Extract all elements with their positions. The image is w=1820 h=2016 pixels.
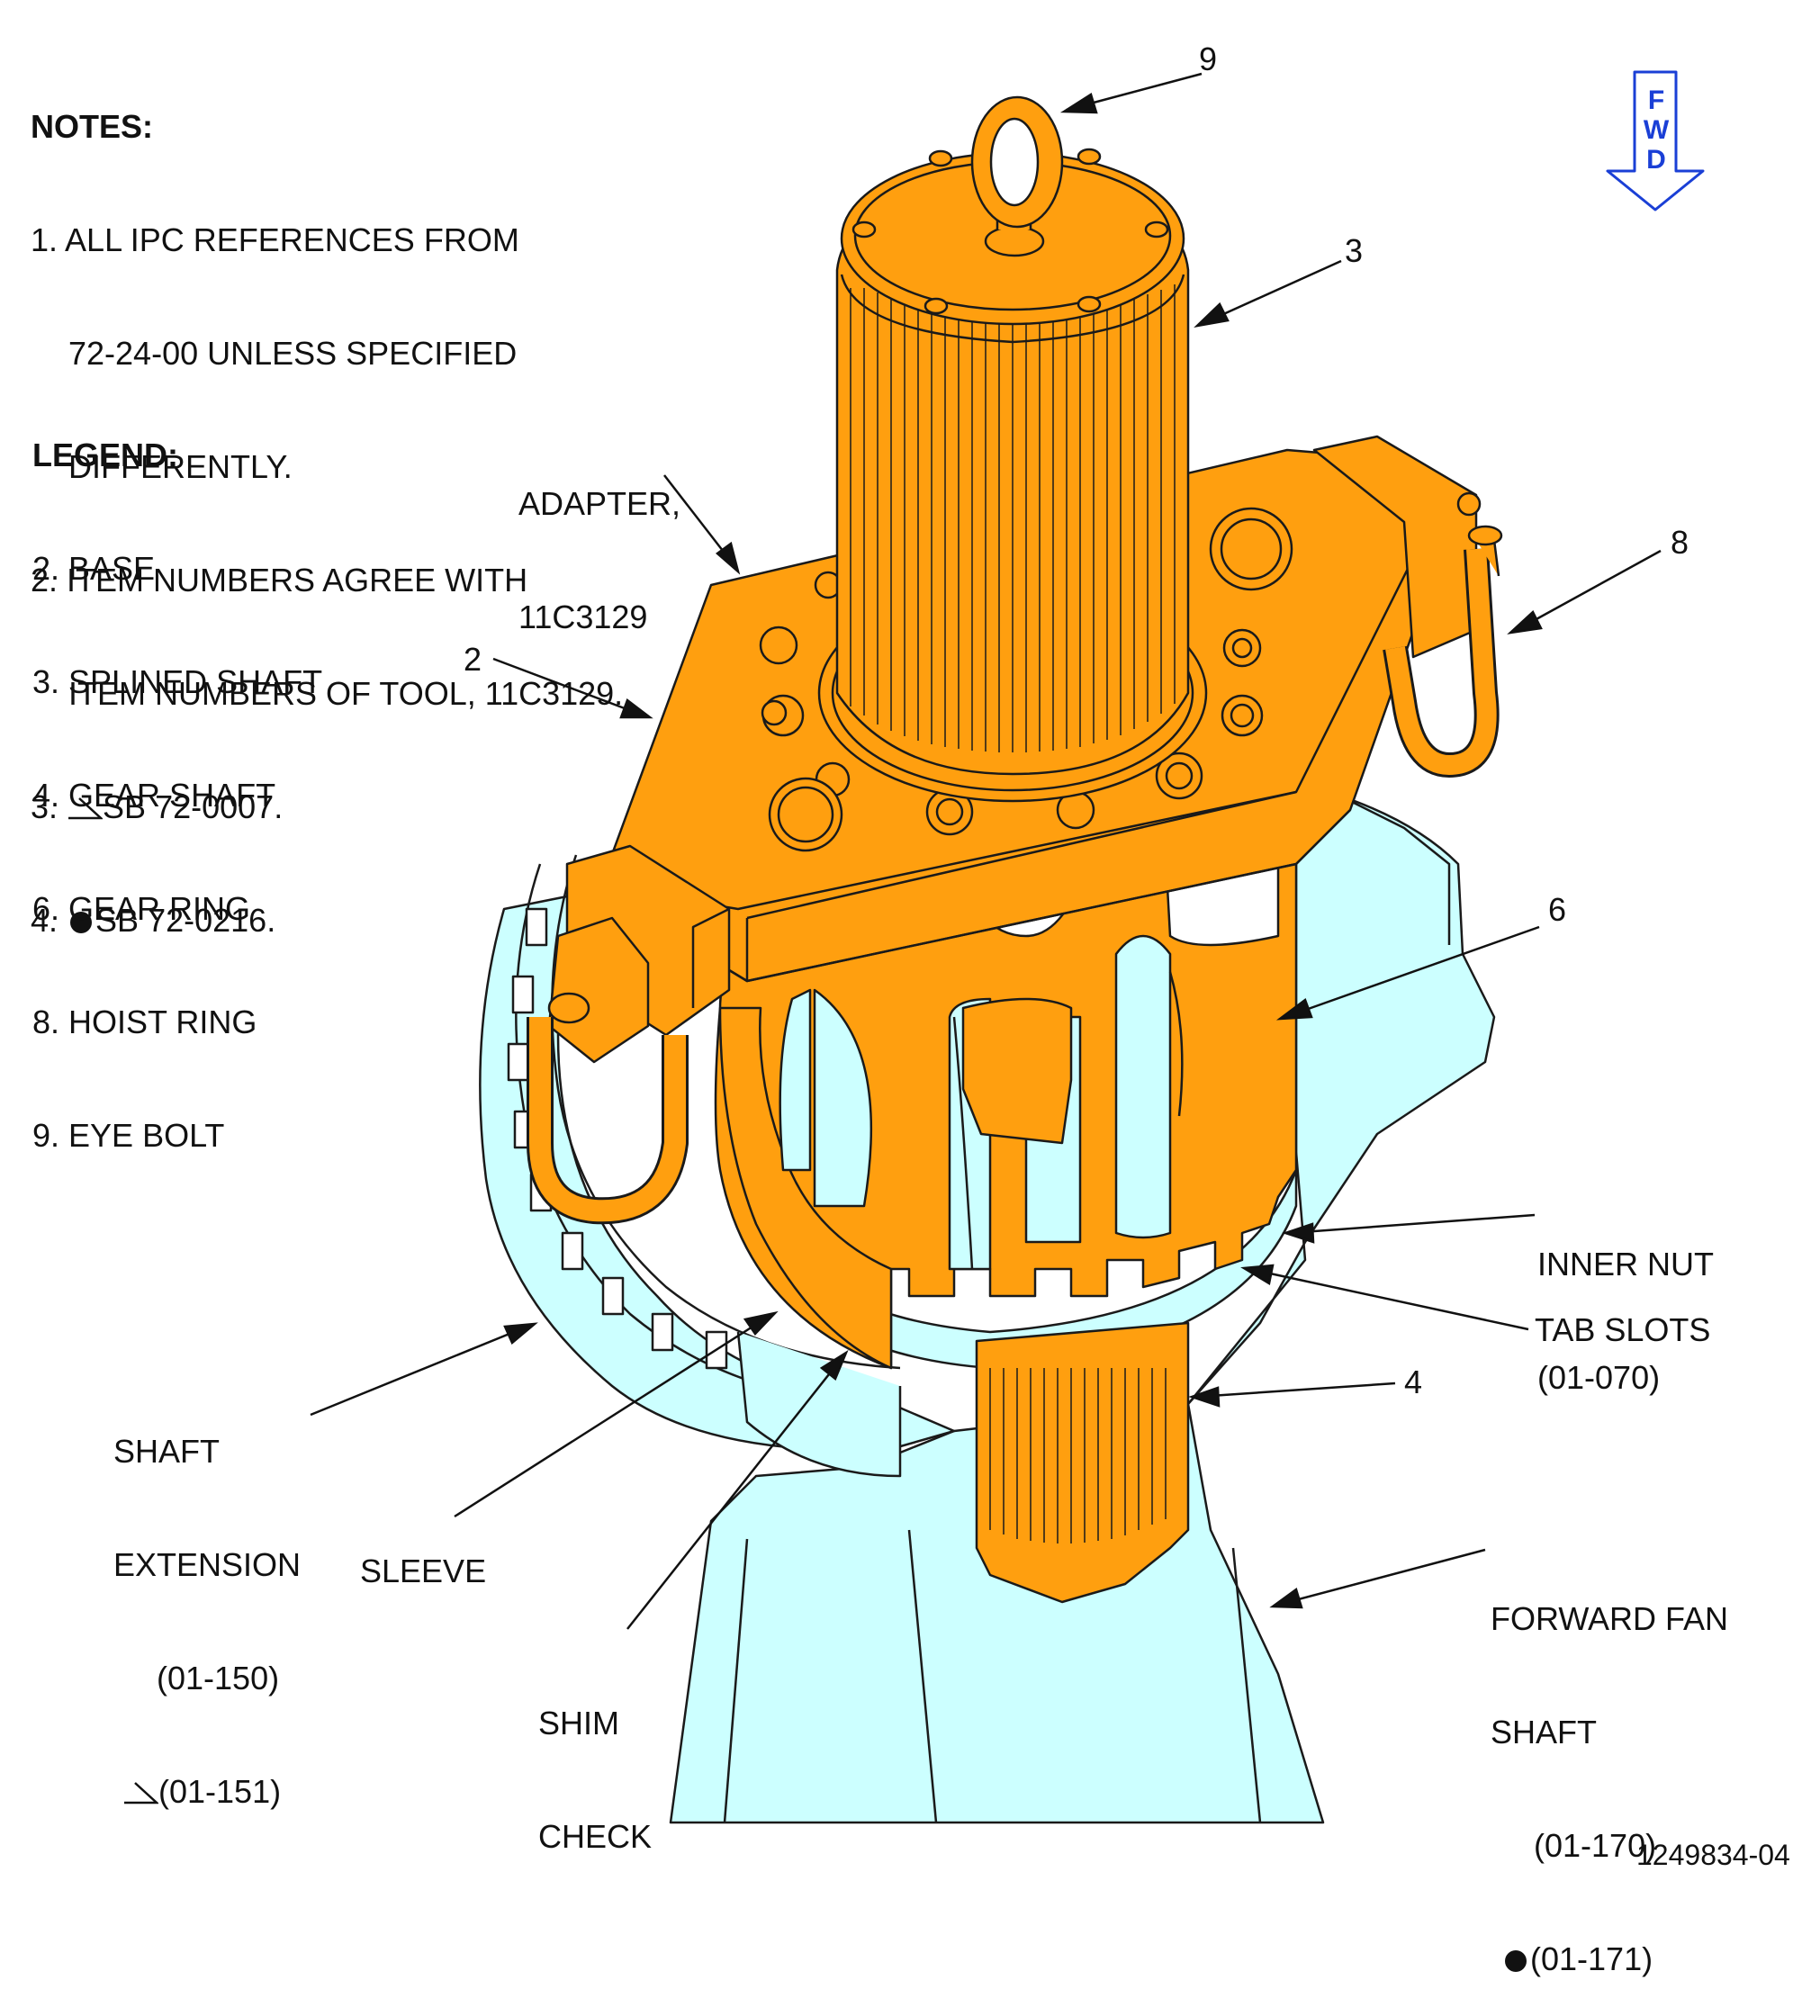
callout-item-6: 6 xyxy=(1548,891,1567,928)
callout-forward-fan-shaft-line-1: FORWARD FAN xyxy=(1491,1600,1729,1637)
notes-block: NOTES: 1. ALL IPC REFERENCES FROM 72-24-… xyxy=(31,32,623,977)
note-3-number: 3. xyxy=(31,788,59,825)
callout-forward-fan-shaft-line-4: (01-171) xyxy=(1491,1940,1728,1978)
callout-item-3: 3 xyxy=(1345,232,1364,269)
callout-adapter-line-2: 11C3129 xyxy=(518,598,648,635)
legend-item-base: 2. BASE xyxy=(32,550,156,587)
triangle-symbol-icon xyxy=(68,797,104,820)
note-1-text-1: ALL IPC REFERENCES FROM xyxy=(65,221,519,258)
legend-block: LEGEND: 2. BASE 3. SPLINED SHAFT 4. GEAR… xyxy=(32,361,322,1192)
callout-shaft-extension-line-2: EXTENSION xyxy=(113,1546,302,1583)
note-2-line-2: ITEM NUMBERS OF TOOL, 11C3129. xyxy=(68,675,624,712)
callout-item-4: 4 xyxy=(1404,1364,1423,1400)
fwd-letter-f: F xyxy=(1647,86,1665,115)
callout-shaft-extension-line-1: SHAFT xyxy=(113,1433,221,1470)
note-1-number: 1. xyxy=(31,221,59,258)
gear-shaft xyxy=(975,1321,1190,1604)
dot-symbol-icon xyxy=(70,912,93,933)
figure-id: 1249834-04 xyxy=(1636,1839,1790,1871)
fwd-letter-w: W xyxy=(1643,115,1670,145)
note-1-line-2: 72-24-00 UNLESS SPECIFIED xyxy=(68,335,518,372)
note-1-line-3: DIFFERENTLY. xyxy=(68,448,293,485)
tool-assembly-illustration xyxy=(310,70,1705,1824)
note-4-number: 4. xyxy=(31,902,59,939)
note-2-text-1: ITEM NUMBERS AGREE WITH xyxy=(67,562,528,598)
callout-shim-check: SHIM CHECK xyxy=(538,1629,652,1894)
note-3: 3. SB 72-0007. xyxy=(31,788,623,826)
callout-shaft-extension-line-4: (01-151) xyxy=(113,1773,301,1811)
legend-item-eye-bolt: 9. EYE BOLT xyxy=(32,1117,225,1154)
callout-forward-fan-shaft: FORWARD FAN SHAFT (01-170) (01-171) xyxy=(1491,1525,1728,2016)
sleeve xyxy=(718,1006,893,1370)
callout-adapter-line-1: ADAPTER, xyxy=(518,485,681,522)
callout-inner-nut-line-1: INNER NUT xyxy=(1537,1246,1714,1282)
callout-shim-check-line-2: CHECK xyxy=(538,1818,653,1855)
callout-inner-nut: INNER NUT (01-070) xyxy=(1537,1170,1714,1435)
callout-item-8: 8 xyxy=(1671,524,1689,561)
callout-shim-check-line-1: SHIM xyxy=(538,1705,619,1742)
note-2-line-1: 2. ITEM NUMBERS AGREE WITH xyxy=(31,562,623,599)
callout-forward-fan-shaft-line-2: SHAFT xyxy=(1491,1714,1598,1750)
note-4-text: SB 72-0216. xyxy=(95,902,276,939)
legend-item-gear-ring: 6. GEAR RING xyxy=(32,890,251,927)
callout-item-2: 2 xyxy=(464,641,482,678)
callout-inner-nut-line-2: (01-070) xyxy=(1537,1359,1661,1396)
legend-item-splined-shaft: 3. SPLINED SHAFT xyxy=(32,663,323,700)
triangle-symbol-icon xyxy=(124,1782,158,1804)
legend-heading: LEGEND: xyxy=(32,436,178,473)
note-3-text: SB 72-0007. xyxy=(103,788,284,825)
note-2-number: 2. xyxy=(31,562,59,598)
fwd-arrow xyxy=(1606,70,1705,212)
callout-shaft-extension: SHAFT EXTENSION (01-150) (01-151) xyxy=(113,1357,301,1849)
fwd-letter-d: D xyxy=(1646,145,1666,175)
callout-adapter: ADAPTER, 11C3129 xyxy=(518,410,680,674)
callout-forward-fan-shaft-part-171: (01-171) xyxy=(1530,1940,1653,1977)
callout-tab-slots: TAB SLOTS xyxy=(1535,1311,1711,1348)
callout-forward-fan-shaft-line-3: (01-170) xyxy=(1534,1827,1657,1864)
note-1-line-1: 1. ALL IPC REFERENCES FROM xyxy=(31,221,623,259)
note-4: 4. SB 72-0216. xyxy=(31,902,623,940)
callout-item-9: 9 xyxy=(1199,40,1218,77)
callout-sleeve: SLEEVE xyxy=(360,1552,487,1589)
callout-shaft-extension-line-3: (01-150) xyxy=(157,1660,280,1696)
legend-item-gear-shaft: 4. GEAR SHAFT xyxy=(32,777,276,814)
dot-symbol-icon xyxy=(1505,1950,1527,1972)
callout-shaft-extension-part-151: (01-151) xyxy=(158,1773,282,1810)
legend-item-hoist-ring: 8. HOIST RING xyxy=(32,1004,257,1040)
notes-heading: NOTES: xyxy=(31,108,154,145)
